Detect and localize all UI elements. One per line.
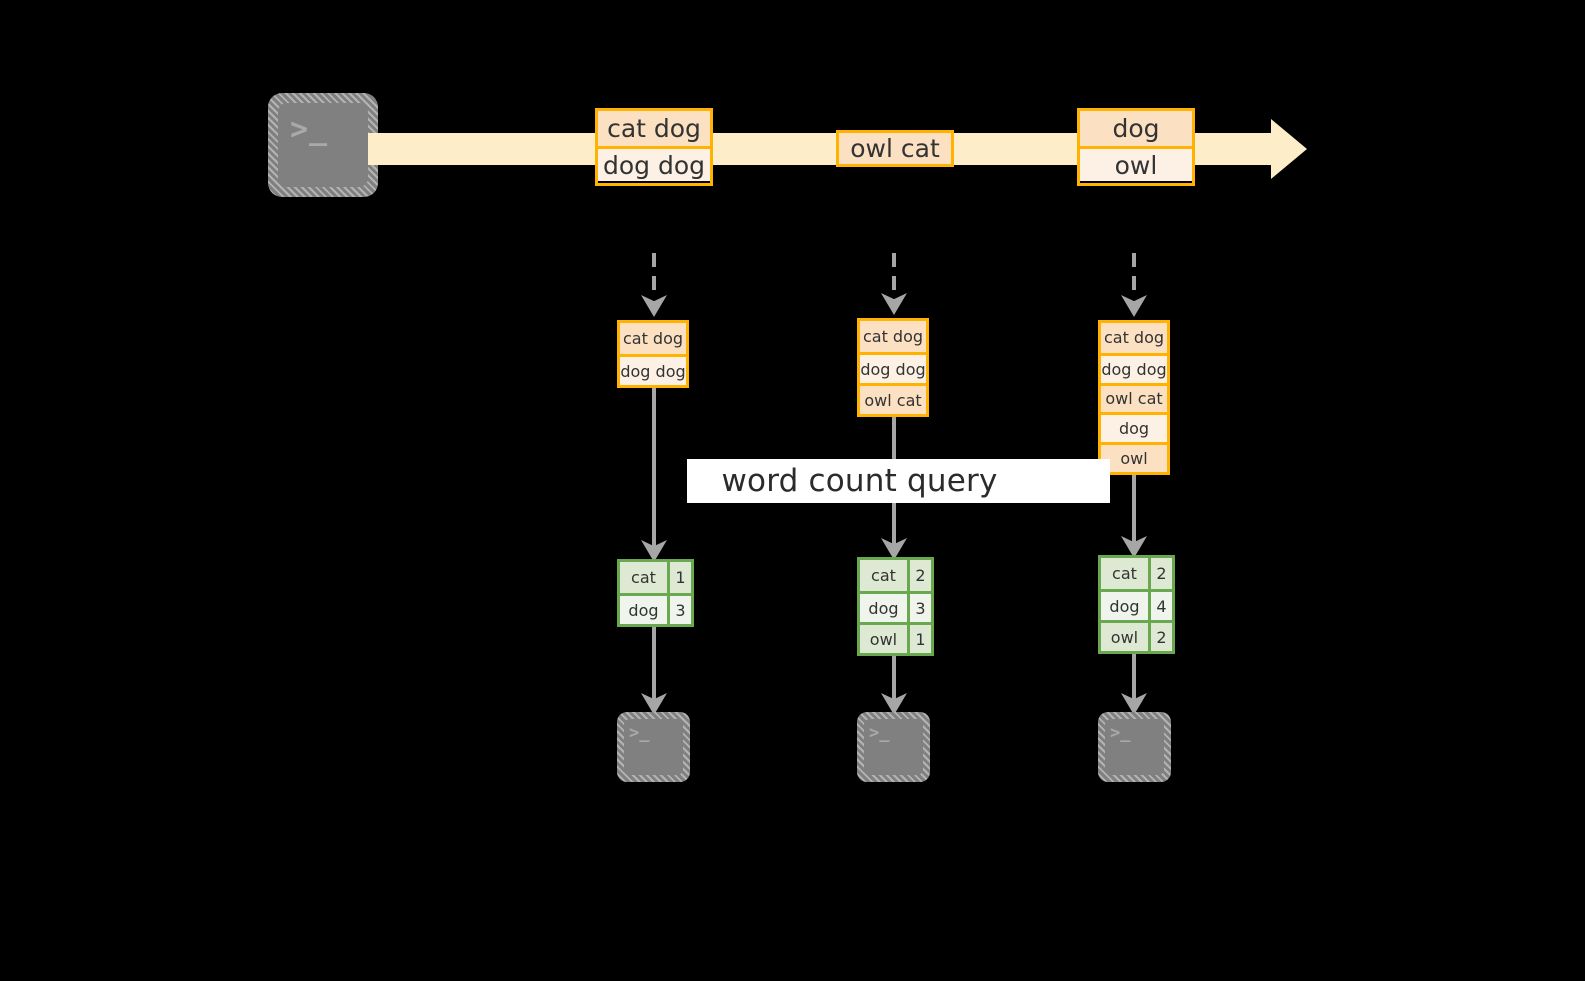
snapshot-result-2: cat 2 dog 3 owl 1: [857, 557, 934, 656]
result-count: 3: [906, 594, 931, 622]
stream-record: cat dog: [598, 111, 710, 146]
terminal-prompt-glyph: >_: [629, 723, 650, 743]
snapshot-connector-arrowhead-3: [1121, 295, 1147, 317]
terminal-screen: [1105, 719, 1164, 775]
snapshot-input-row: dog dog: [860, 352, 926, 383]
result-row: cat 2: [1101, 558, 1172, 589]
terminal-screen: [278, 103, 368, 187]
result-word: cat: [1101, 558, 1148, 589]
result-word: dog: [860, 594, 907, 622]
terminal-screen: [624, 719, 683, 775]
snapshot-input-row: dog dog: [1101, 352, 1167, 383]
terminal-prompt-glyph: >_: [1110, 723, 1131, 743]
snapshot-connector-arrowhead-1: [641, 295, 667, 317]
snapshot-input-row: owl cat: [860, 383, 926, 414]
sink-terminal-icon-1[interactable]: >_: [617, 712, 690, 782]
snapshot-input-row: cat dog: [620, 323, 686, 354]
snapshot-input-1: cat dog dog dog: [617, 320, 689, 388]
terminal-prompt-glyph: >_: [869, 723, 890, 743]
stream-group-2: owl cat: [836, 130, 954, 167]
result-row: dog 3: [860, 591, 931, 622]
result-word: cat: [860, 560, 907, 591]
stream-record: owl cat: [839, 133, 951, 164]
result-row: cat 1: [620, 562, 691, 593]
snapshot-input-row: owl: [1101, 442, 1167, 472]
query-connector-1: [652, 388, 656, 548]
snapshot-connector-2: [892, 253, 896, 295]
snapshot-result-3: cat 2 dog 4 owl 2: [1098, 555, 1175, 654]
snapshot-input-row: cat dog: [860, 321, 926, 352]
snapshot-connector-1: [652, 253, 656, 295]
result-word: cat: [620, 562, 667, 593]
snapshot-input-row: dog: [1101, 412, 1167, 443]
query-label: word count query: [687, 459, 1110, 503]
snapshot-input-row: owl cat: [1101, 382, 1167, 413]
snapshot-input-row: dog dog: [620, 354, 686, 385]
source-terminal-icon[interactable]: >_: [268, 93, 378, 197]
stream-group-3: dog owl: [1077, 108, 1195, 186]
result-row: cat 2: [860, 560, 931, 591]
result-count: 3: [666, 596, 691, 624]
result-count: 4: [1147, 592, 1172, 620]
terminal-prompt-glyph: >_: [290, 112, 329, 147]
result-word: owl: [860, 625, 907, 653]
sink-terminal-icon-2[interactable]: >_: [857, 712, 930, 782]
query-label-text: word count query: [721, 463, 998, 499]
query-connector-3: [1132, 475, 1136, 546]
snapshot-connector-arrowhead-2: [881, 293, 907, 315]
snapshot-input-2: cat dog dog dog owl cat: [857, 318, 929, 417]
snapshot-input-row: cat dog: [1101, 323, 1167, 353]
stream-arrow-head: [1271, 119, 1307, 179]
snapshot-result-1: cat 1 dog 3: [617, 559, 694, 627]
stream-record: dog: [1080, 111, 1192, 146]
result-word: dog: [1101, 592, 1148, 620]
terminal-screen: [864, 719, 923, 775]
result-row: owl 2: [1101, 620, 1172, 651]
sink-connector-2: [892, 656, 896, 700]
result-count: 2: [906, 560, 931, 591]
stream-group-1: cat dog dog dog: [595, 108, 713, 186]
result-word: dog: [620, 596, 667, 624]
result-word: owl: [1101, 623, 1148, 651]
stream-record: dog dog: [598, 146, 710, 181]
result-row: dog 3: [620, 593, 691, 624]
result-row: owl 1: [860, 622, 931, 653]
result-count: 1: [666, 562, 691, 593]
sink-connector-3: [1132, 654, 1136, 700]
result-count: 1: [906, 625, 931, 653]
snapshot-connector-3: [1132, 253, 1136, 295]
result-row: dog 4: [1101, 589, 1172, 620]
result-count: 2: [1147, 558, 1172, 589]
result-count: 2: [1147, 623, 1172, 651]
snapshot-input-3: cat dog dog dog owl cat dog owl: [1098, 320, 1170, 475]
sink-terminal-icon-3[interactable]: >_: [1098, 712, 1171, 782]
stream-record: owl: [1080, 146, 1192, 181]
sink-connector-1: [652, 627, 656, 700]
